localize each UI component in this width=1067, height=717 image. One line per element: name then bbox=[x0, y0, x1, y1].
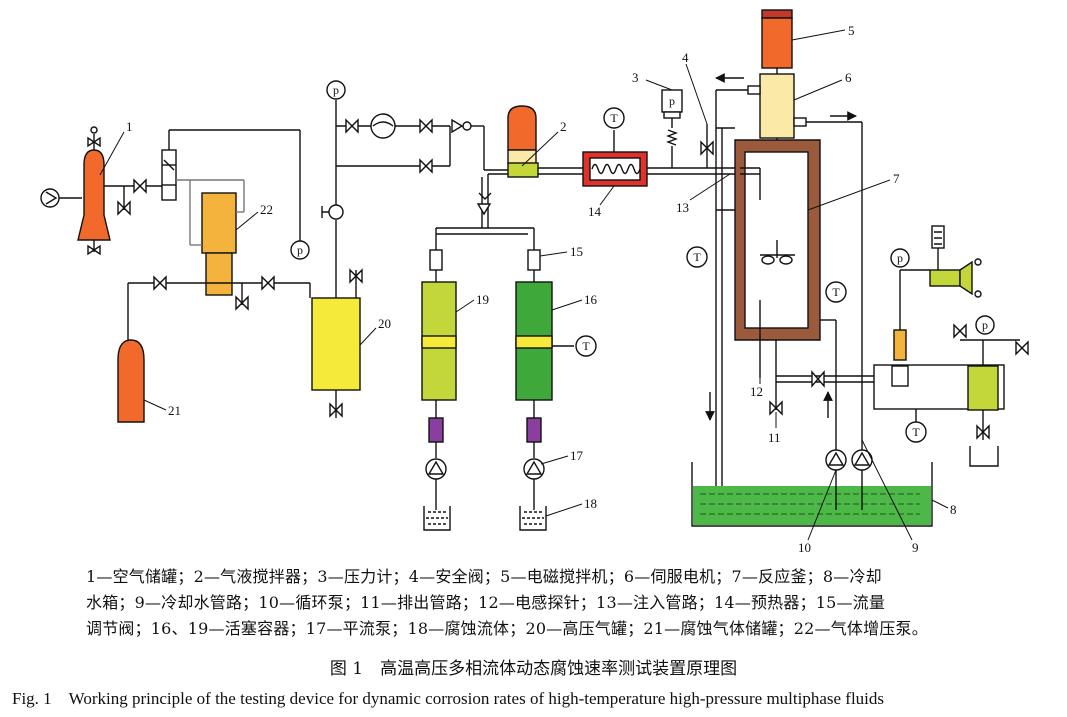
inlet-pump-icon bbox=[40, 188, 60, 208]
cooling-water-tank-8 bbox=[691, 462, 933, 527]
label-5: 5 bbox=[848, 23, 855, 38]
piston-container-16 bbox=[515, 281, 574, 401]
legend-line-3: 调节阀；16、19—活塞容器；17—平流泵；18—腐蚀流体；20—高压气罐；21… bbox=[86, 619, 928, 638]
pressure-gauge-label: p bbox=[669, 94, 675, 108]
legend-line-1: 1—空气储罐；2—气液搅拌器；3—压力计；4—安全阀；5—电磁搅拌机；6—伺服电… bbox=[86, 567, 882, 586]
air-storage-tank-1 bbox=[77, 126, 111, 256]
temperature-gauge-label: T bbox=[582, 339, 590, 353]
electromagnetic-stirrer-5 bbox=[761, 9, 793, 69]
label-12: 12 bbox=[750, 384, 763, 399]
label-4: 4 bbox=[682, 50, 689, 65]
label-15: 15 bbox=[570, 244, 583, 259]
label-17: 17 bbox=[570, 448, 584, 463]
label-11: 11 bbox=[768, 430, 781, 445]
label-20: 20 bbox=[378, 316, 391, 331]
constant-flow-pump-17-icon bbox=[425, 458, 545, 480]
piston-container-19 bbox=[421, 281, 457, 401]
label-21: 21 bbox=[168, 403, 181, 418]
pressure-gauge-label: p bbox=[333, 83, 339, 97]
circulation-pump-10-icon bbox=[825, 449, 847, 471]
label-2: 2 bbox=[560, 119, 567, 134]
preheater-14 bbox=[582, 151, 648, 187]
label-10: 10 bbox=[798, 540, 811, 555]
corrosive-fluid-beaker-18 bbox=[423, 506, 547, 531]
caption-english: Fig. 1 Working principle of the testing … bbox=[12, 689, 885, 708]
reactor-vessel-7 bbox=[734, 139, 821, 341]
label-13: 13 bbox=[676, 200, 689, 215]
legend-line-2: 水箱；9—冷却水管路；10—循环泵；11—排出管路；12—电感探针；13—注入管… bbox=[86, 593, 886, 612]
label-19: 19 bbox=[476, 292, 489, 307]
servo-motor-6 bbox=[747, 68, 807, 240]
gas-booster-pump-22 bbox=[176, 179, 245, 296]
label-14: 14 bbox=[588, 204, 602, 219]
temperature-gauge-label: T bbox=[610, 111, 618, 125]
temperature-gauge-label: T bbox=[912, 425, 920, 439]
legend: 1—空气储罐；2—气液搅拌器；3—压力计；4—安全阀；5—电磁搅拌机；6—伺服电… bbox=[86, 564, 1016, 642]
label-16: 16 bbox=[584, 292, 598, 307]
caption-chinese: 图 1 高温高压多相流体动态腐蚀速率测试装置原理图 bbox=[329, 659, 738, 679]
high-pressure-tank-20 bbox=[311, 100, 363, 418]
gas-liquid-stirrer-2 bbox=[507, 105, 539, 178]
label-18: 18 bbox=[584, 496, 597, 511]
label-3: 3 bbox=[632, 70, 639, 85]
label-9: 9 bbox=[912, 540, 919, 555]
label-6: 6 bbox=[845, 70, 852, 85]
label-1: 1 bbox=[126, 119, 133, 134]
pressure-gauge-label: p bbox=[897, 251, 903, 265]
pressure-gauge-label: p bbox=[982, 318, 988, 332]
corrosive-gas-tank-21 bbox=[117, 339, 145, 423]
temperature-gauge-label: T bbox=[693, 250, 701, 264]
pressure-gauge-label: p bbox=[297, 243, 303, 257]
label-7: 7 bbox=[893, 171, 900, 186]
label-22: 22 bbox=[260, 202, 273, 217]
schematic-diagram: p p T T T T p p T p 1 2 bbox=[40, 9, 1029, 555]
label-8: 8 bbox=[950, 502, 957, 517]
temperature-gauge-label: T bbox=[832, 285, 840, 299]
